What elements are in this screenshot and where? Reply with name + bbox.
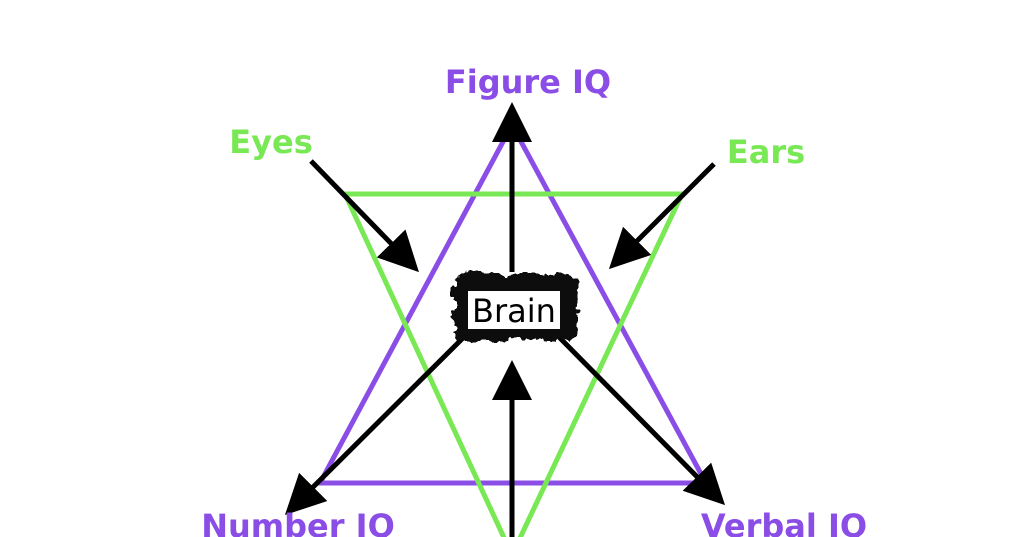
brain-node: Brain xyxy=(454,274,578,340)
arrows xyxy=(284,102,726,537)
label-verbal-iq: Verbal IQ xyxy=(701,507,867,537)
arrow-to-verbal-iq xyxy=(553,331,726,506)
brain-label-box xyxy=(468,291,560,329)
arrow-to-number-iq xyxy=(284,331,470,516)
brain-label: Brain xyxy=(472,292,556,330)
arrow-from-eyes xyxy=(309,159,419,273)
label-number-iq: Number IQ xyxy=(201,507,395,537)
label-eyes: Eyes xyxy=(229,123,312,161)
label-ears: Ears xyxy=(727,133,805,171)
arrow-from-ears xyxy=(608,162,716,270)
label-figure-iq: Figure IQ xyxy=(445,63,611,101)
